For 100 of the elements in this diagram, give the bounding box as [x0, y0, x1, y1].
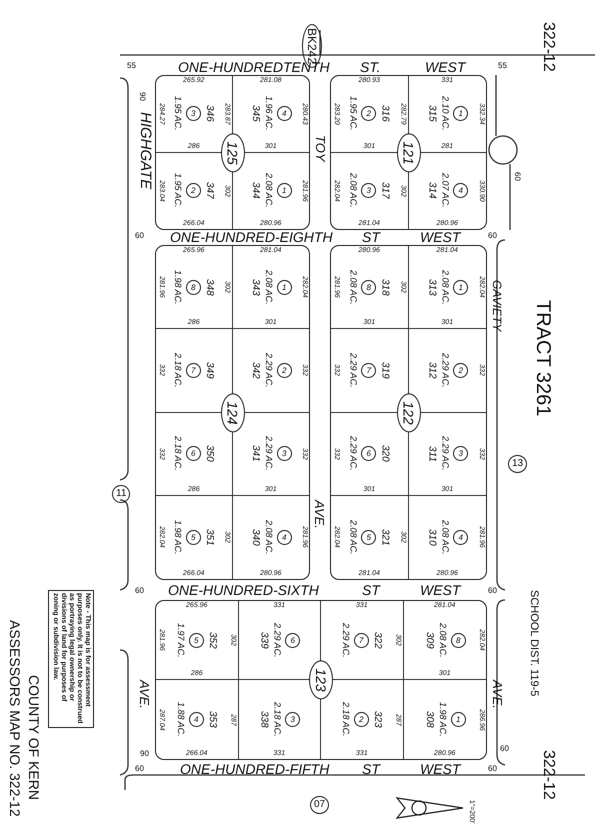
- block-number: 124: [220, 392, 244, 432]
- lot-number: 4: [276, 106, 292, 122]
- lot-number: 4: [453, 183, 468, 198]
- street-name: GAVIETY: [491, 280, 503, 332]
- parcel-number: 321: [379, 529, 390, 546]
- acreage: 2.18 AC.: [272, 702, 282, 737]
- road-width: 55: [498, 62, 507, 70]
- parcel-number: 320: [379, 445, 390, 462]
- lot-number: 6: [361, 446, 376, 462]
- acreage: 2.29 AC.: [264, 436, 274, 471]
- acreage: 2.29 AC.: [440, 353, 450, 388]
- road-width: 90: [138, 92, 146, 101]
- parcel-number: 315: [426, 105, 438, 122]
- parcel-lot: [232, 246, 309, 330]
- lot-number: 1: [453, 106, 468, 122]
- map-reference: 07: [310, 796, 330, 814]
- lot-number: 3: [186, 106, 201, 122]
- acreage: 2.29 AC.: [272, 622, 282, 658]
- lot-number: 5: [186, 530, 201, 545]
- parcel-number: 338: [258, 711, 270, 728]
- lot-number: 4: [453, 530, 468, 545]
- road-width: 60: [135, 765, 144, 773]
- parcel-number: 314: [426, 182, 438, 200]
- parcel-number: 344: [250, 182, 261, 200]
- map-number: 322-12: [540, 22, 556, 72]
- lot-number: 4: [188, 712, 204, 727]
- acreage: 1.95 AC.: [172, 173, 183, 208]
- acreage: 2.08 AC.: [440, 520, 450, 555]
- acreage: 2.08 AC.: [348, 173, 358, 208]
- acreage: 2.29 AC.: [264, 353, 274, 388]
- parcel-number: 311: [426, 446, 438, 462]
- street-name: AVE.: [491, 680, 504, 709]
- lot-number: 5: [188, 632, 204, 648]
- lot-number: 2: [453, 362, 468, 378]
- parcel-number: 316: [379, 105, 390, 122]
- street-name: WEST: [420, 230, 460, 244]
- road-width: 60: [488, 232, 497, 240]
- lot-number: 3: [276, 446, 292, 462]
- street-name: ONE-HUNDRED-SIXTH: [168, 583, 319, 597]
- lot-number: 8: [186, 280, 201, 295]
- acreage: 2.18 AC.: [172, 436, 183, 471]
- acreage: 2.29 AC.: [348, 353, 358, 388]
- parcel-number: 348: [204, 278, 215, 296]
- acreage: 2.08 AC.: [264, 520, 274, 555]
- district-label: SCHOOL DIST. 119-5: [528, 590, 539, 696]
- road-width: 55: [127, 62, 136, 70]
- parcel-lot: [156, 601, 238, 680]
- parcel-lot: [404, 601, 486, 680]
- lot-number: 2: [276, 362, 292, 378]
- acreage: 1.88 AC.: [176, 702, 186, 737]
- parcel-number: 346: [204, 105, 215, 122]
- street-name: ST: [362, 762, 380, 776]
- acreage: 2.08 AC.: [440, 270, 450, 304]
- parcel-number: 339: [258, 632, 270, 648]
- parcel-number: 323: [372, 711, 383, 728]
- parcel-number: 308: [424, 711, 435, 728]
- parcel-number: 312: [426, 362, 438, 379]
- parcel-number: 310: [426, 529, 438, 546]
- lot-number: 6: [285, 632, 300, 648]
- parcel-number: 317: [379, 182, 390, 200]
- road-width: 90: [140, 750, 149, 758]
- parcel-number: 313: [426, 278, 438, 296]
- map-title: ASSESSORS MAP NO. 322-12: [8, 620, 22, 817]
- street-name: ST: [362, 230, 380, 244]
- parcel-number: 340: [250, 529, 261, 546]
- acreage: 1.98 AC.: [172, 520, 183, 555]
- parcel-number: 342: [250, 362, 261, 379]
- lot-number: 8: [450, 632, 466, 648]
- road-width: 60: [135, 232, 144, 240]
- parcel-number: 352: [206, 632, 218, 648]
- parcel-lot: [331, 246, 408, 330]
- map-reference: 11: [112, 485, 130, 503]
- street-name: HIGHGATE: [138, 112, 153, 190]
- street-name: AVE.: [313, 500, 326, 529]
- road-width: 60: [500, 745, 509, 753]
- lot-number: 3: [453, 446, 468, 462]
- street-name: ST.: [360, 60, 380, 74]
- road-width: 60: [488, 587, 497, 595]
- street-name: ST: [362, 583, 380, 597]
- acreage: 1.98 AC.: [172, 270, 183, 304]
- map-number: 322-12: [540, 750, 556, 800]
- lot-number: 7: [354, 632, 369, 648]
- acreage: 2.29 AC.: [340, 622, 351, 658]
- lot-number: 5: [361, 530, 376, 545]
- parcel-number: 349: [204, 362, 215, 379]
- street-name: TOY: [314, 135, 327, 162]
- acreage: 2.08 AC.: [348, 520, 358, 555]
- acreage: 1.95 AC.: [348, 96, 358, 132]
- acreage: 2.10 AC.: [440, 96, 450, 132]
- block-number: 121: [396, 132, 420, 172]
- lot-number: 3: [361, 183, 376, 198]
- parcel-number: 322: [372, 632, 383, 648]
- acreage: 2.18 AC.: [340, 702, 351, 737]
- acreage: 2.18 AC.: [172, 353, 183, 388]
- parcel-number: 319: [379, 362, 390, 379]
- lot-number: 2: [361, 106, 376, 122]
- lot-number: 2: [186, 183, 201, 198]
- lot-number: 7: [186, 362, 201, 378]
- lot-number: 1: [450, 712, 466, 727]
- acreage: 1.95 AC.: [172, 96, 183, 132]
